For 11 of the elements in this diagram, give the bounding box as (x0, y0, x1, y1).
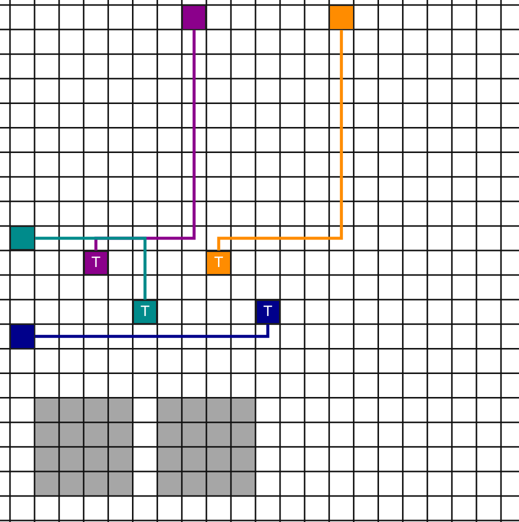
source-pin (329, 5, 354, 30)
source-pin (10, 226, 35, 250)
source-pin (182, 5, 206, 30)
wire (34, 236, 146, 300)
target-pin: T (206, 250, 231, 276)
wire (217, 30, 343, 250)
target-pin: T (84, 250, 108, 276)
source-pin (10, 324, 35, 349)
wire (34, 324, 270, 338)
target-pin: T (256, 300, 280, 324)
target-pin: T (132, 300, 158, 324)
